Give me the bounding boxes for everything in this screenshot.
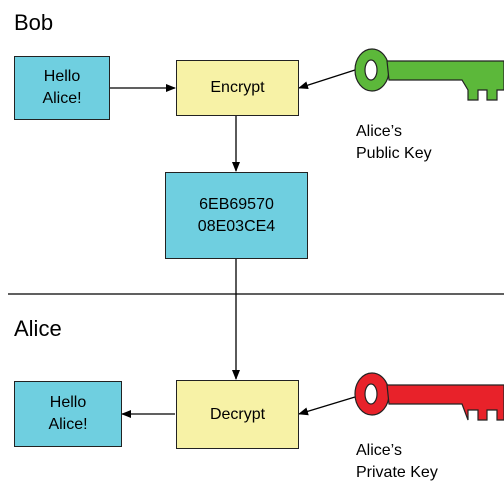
alice-message-box: Hello Alice!	[14, 381, 122, 447]
alice-message-line1: Hello	[49, 394, 87, 411]
encrypt-box: Encrypt	[176, 60, 299, 116]
bob-label: Bob	[14, 10, 54, 35]
private-key-icon	[354, 372, 504, 421]
ciphertext-line1: 6EB69570	[199, 195, 274, 213]
public-key-caption: Alice’s Public Key	[356, 121, 432, 165]
arrow-private-key-to-decrypt	[298, 396, 356, 416]
alice-label: Alice	[14, 316, 62, 341]
decrypt-box: Decrypt	[176, 380, 299, 449]
private-key-caption-line2: Private Key	[356, 464, 438, 481]
public-key-caption-line1: Alice’s	[356, 123, 402, 140]
public-key-icon	[354, 48, 504, 101]
alice-message-line2: Alice!	[48, 416, 88, 433]
private-key-caption: Alice’s Private Key	[356, 440, 438, 484]
encrypt-label: Encrypt	[210, 79, 265, 96]
ciphertext-line2: 08E03CE4	[197, 217, 276, 235]
decrypt-label: Decrypt	[209, 405, 266, 423]
private-key-caption-line1: Alice’s	[356, 442, 402, 459]
public-key-caption-line2: Public Key	[356, 145, 432, 162]
bob-message-line1: Hello	[43, 68, 81, 85]
ciphertext-box: 6EB69570 08E03CE4	[165, 172, 308, 259]
bob-message-line2: Alice!	[42, 90, 82, 107]
arrow-public-key-to-encrypt	[298, 69, 356, 90]
bob-message-box: Hello Alice!	[14, 56, 110, 120]
